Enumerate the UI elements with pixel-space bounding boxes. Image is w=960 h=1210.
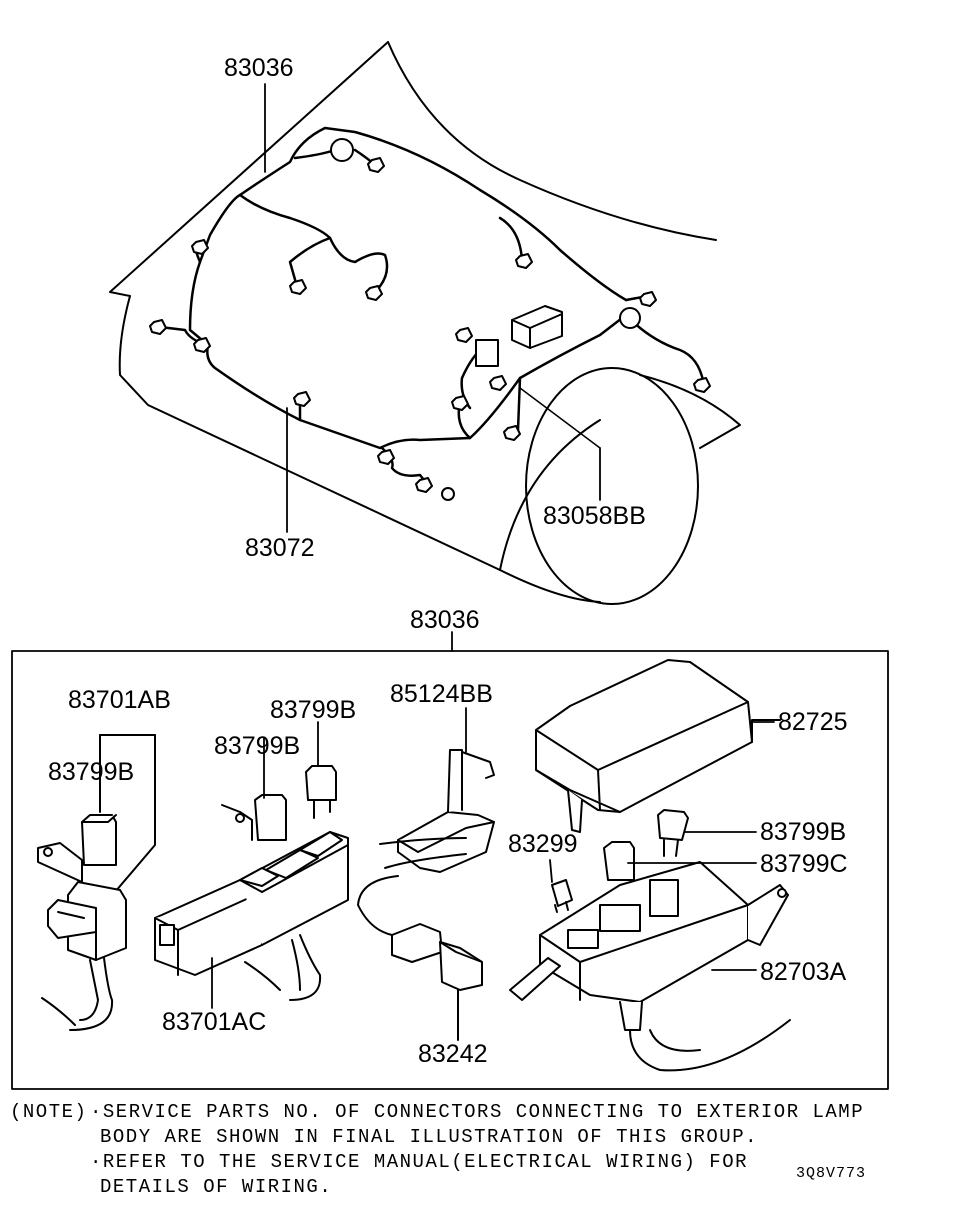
- fuse-box-cover-82725: [535, 659, 781, 833]
- harness-connectors: [149, 138, 711, 501]
- detail-panel-frame: [11, 650, 889, 1090]
- reference-code: 3Q8V773: [796, 1165, 867, 1182]
- label-83701AB: 83701AB: [68, 686, 171, 714]
- note-line-3: ·REFER TO THE SERVICE MANUAL(ELECTRICAL …: [90, 1151, 748, 1173]
- connector-83242: [357, 837, 483, 1041]
- harness-83036-wiring: [158, 126, 706, 487]
- label-83799C: 83799C: [760, 850, 848, 878]
- note-line-4: DETAILS OF WIRING.: [100, 1176, 333, 1198]
- label-83036-top: 83036: [224, 54, 294, 82]
- top-leader-lines: [264, 83, 601, 533]
- label-85124BB: 85124BB: [390, 680, 493, 708]
- label-83299: 83299: [508, 830, 578, 858]
- label-83799B-mid-lower: 83799B: [214, 732, 300, 760]
- clip-85124BB: [397, 749, 495, 873]
- note-prefix: (NOTE): [10, 1101, 88, 1123]
- label-82725: 82725: [778, 708, 848, 736]
- label-83072: 83072: [245, 534, 315, 562]
- label-83799B-left: 83799B: [48, 758, 134, 786]
- fuse-block-82703A: [509, 809, 791, 1072]
- engine-compartment-outline: [109, 41, 741, 605]
- relay-box-83701AC: [154, 765, 349, 1001]
- label-83701AC: 83701AC: [162, 1008, 266, 1036]
- detail-leader-lines: [211, 707, 775, 1009]
- label-83036-group: 83036: [410, 606, 480, 634]
- label-83799B-right: 83799B: [760, 818, 846, 846]
- label-83799B-mid-upper: 83799B: [270, 696, 356, 724]
- label-83242: 83242: [418, 1040, 488, 1068]
- note-line-2: BODY ARE SHOWN IN FINAL ILLUSTRATION OF …: [100, 1126, 758, 1148]
- relay-83701AB: [37, 734, 156, 1031]
- note-line-1: ·SERVICE PARTS NO. OF CONNECTORS CONNECT…: [90, 1101, 865, 1123]
- label-82703A: 82703A: [760, 958, 847, 986]
- label-83058BB: 83058BB: [543, 502, 646, 530]
